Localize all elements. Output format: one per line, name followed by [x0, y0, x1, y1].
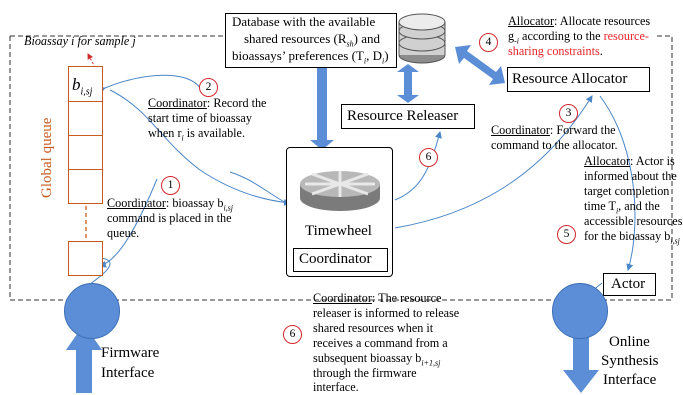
bioassay-label: Bioassay i for sample j — [24, 34, 136, 48]
firmware-node — [64, 283, 120, 339]
step-6-badge-a: 6 — [419, 148, 438, 167]
database-label-line1: Database with the available — [232, 14, 376, 29]
note-allocator-4-line2: g-i according to the resource- — [508, 29, 649, 46]
note-allocator-5-line4: time Ti, and the — [584, 199, 660, 216]
timewheel-graphic — [300, 171, 380, 211]
note-allocator-5-line2: informed about the — [584, 169, 677, 183]
online-synthesis-line3: Interface — [603, 372, 657, 388]
step-3-badge: 3 — [559, 104, 578, 123]
note-coordinator-6-line6: through the firmware — [313, 366, 417, 380]
step-2-badge: 2 — [199, 78, 218, 97]
note-allocator-4-line1: Allocator: Allocate resources — [508, 14, 651, 28]
step-5-badge: 5 — [557, 225, 576, 244]
note-coordinator-2-line3: when ri is available. — [148, 126, 246, 143]
connector-2b — [109, 89, 291, 206]
note-coordinator-6-line5: subsequent bioassay bi+1,sj — [313, 351, 441, 368]
resource-releaser-label: Resource Releaser — [347, 108, 459, 124]
note-coordinator-1-line3: queue. — [107, 226, 140, 240]
bioassay-pointer — [87, 53, 98, 72]
note-coordinator-3-line2: command to the allocator. — [491, 138, 618, 152]
step-6-badge-b: 6 — [283, 325, 302, 344]
database-label-box — [225, 13, 397, 68]
note-coordinator-3-line1: Coordinator: Forward the — [491, 123, 616, 137]
note-allocator-4-line3: sharing constraints. — [508, 44, 603, 58]
firmware-up-arrow — [66, 324, 102, 393]
connector-1b — [229, 171, 291, 206]
resource-releaser-box — [341, 104, 475, 129]
actor-label: Actor — [611, 276, 646, 292]
resource-allocator-label: Resource Allocator — [512, 71, 628, 87]
connector-releaser — [394, 131, 442, 201]
coordinator-box — [293, 248, 388, 272]
note-allocator-5-line5: accessible resources — [584, 214, 683, 228]
connector-2a — [98, 74, 201, 94]
step-4-badge: 4 — [479, 33, 498, 52]
connector-ball-queue — [89, 257, 111, 285]
online-synthesis-line1: Online — [609, 334, 650, 350]
actor-box — [603, 273, 656, 296]
db-timewheel-double-arrow — [310, 42, 334, 150]
note-coordinator-6-line2: releaser is informed to release — [313, 306, 460, 320]
firmware-interface-line2: Interface — [101, 365, 155, 381]
note-coordinator-1-line2: command is placed in the — [107, 211, 232, 225]
synthesis-node — [552, 283, 608, 339]
note-coordinator-6-line4: receives a command from a — [313, 336, 448, 350]
connector-actor — [599, 95, 636, 271]
database-label-line3: bioassays’ preferences (Ti, Di) — [232, 48, 389, 66]
note-allocator-5-line3: target completion — [584, 184, 670, 198]
database-icon — [398, 13, 446, 64]
queue-label: Global queue — [39, 117, 55, 198]
note-coordinator-6-line7: interface. — [313, 380, 359, 394]
synthesis-down-arrow — [563, 310, 599, 393]
note-coordinator-2-line2: start time of bioassay — [148, 111, 252, 125]
db-allocator-double-arrow — [455, 45, 505, 85]
timewheel-label: Timewheel — [305, 223, 372, 239]
db-releaser-double-arrow — [397, 64, 419, 103]
coordinator-label: Coordinator — [299, 251, 372, 267]
note-coordinator-6-line3: shared resources when it — [313, 321, 434, 335]
system-boundary — [9, 35, 673, 301]
queue-cell-2 — [68, 101, 103, 136]
connector-allocator — [394, 95, 593, 229]
database-label-line2: shared resources (Rsh) and — [244, 31, 380, 49]
note-allocator-5-line6: for the bioassay bi,sj — [584, 229, 680, 246]
firmware-interface-line1: Firmware — [101, 345, 160, 361]
online-synthesis-line2: Synthesis — [601, 353, 659, 369]
note-coordinator-2-line1: Coordinator: Record the — [148, 96, 267, 110]
note-coordinator-1-line1: Coordinator: bioassay bi,sj — [107, 196, 234, 213]
step-1-badge: 1 — [161, 176, 180, 195]
queue-cell-3 — [68, 135, 103, 170]
queue-cell-bottom — [68, 241, 103, 276]
resource-allocator-box — [507, 67, 650, 92]
queue-cell-4 — [68, 169, 103, 204]
queue-cell-top — [68, 66, 103, 102]
note-coordinator-6-line1: Coordinator: The resource — [313, 291, 442, 305]
connector-1 — [99, 178, 158, 268]
queue-top-cell-label: bi,sj — [72, 75, 93, 98]
note-allocator-5-line1: Allocator: Actor is — [584, 154, 675, 168]
